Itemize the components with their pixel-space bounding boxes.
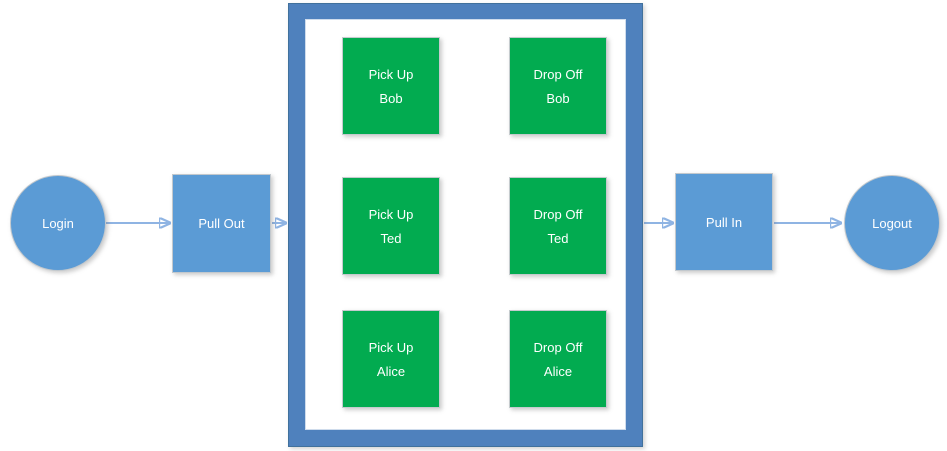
drop-off-bob-name: Bob: [546, 90, 570, 106]
node-pull-in-label: Pull In: [705, 214, 743, 230]
node-drop-off-alice[interactable]: Drop Off Alice: [509, 310, 607, 408]
pick-up-alice-action: Pick Up: [368, 339, 414, 355]
drop-off-ted-name: Ted: [547, 230, 569, 246]
node-pull-out-label: Pull Out: [198, 216, 245, 231]
node-logout[interactable]: Logout: [844, 175, 940, 271]
node-drop-off-ted[interactable]: Drop Off Ted: [509, 177, 607, 275]
pick-up-bob-name: Bob: [379, 90, 403, 106]
node-login-label: Login: [42, 215, 74, 231]
node-pick-up-bob[interactable]: Pick Up Bob: [342, 37, 440, 135]
pick-up-bob-action: Pick Up: [368, 66, 414, 82]
pick-up-ted-action: Pick Up: [368, 206, 414, 222]
node-pull-out[interactable]: Pull Out: [172, 174, 271, 273]
drop-off-alice-name: Alice: [543, 363, 573, 379]
node-pick-up-alice[interactable]: Pick Up Alice: [342, 310, 440, 408]
pick-up-ted-name: Ted: [380, 230, 402, 246]
node-drop-off-bob[interactable]: Drop Off Bob: [509, 37, 607, 135]
drop-off-alice-action: Drop Off: [533, 339, 583, 355]
drop-off-bob-action: Drop Off: [533, 66, 583, 82]
node-logout-label: Logout: [872, 215, 912, 231]
pick-up-alice-name: Alice: [376, 363, 406, 379]
node-pick-up-ted[interactable]: Pick Up Ted: [342, 177, 440, 275]
node-login[interactable]: Login: [10, 175, 106, 271]
node-pull-in[interactable]: Pull In: [675, 173, 773, 271]
drop-off-ted-action: Drop Off: [533, 206, 583, 222]
